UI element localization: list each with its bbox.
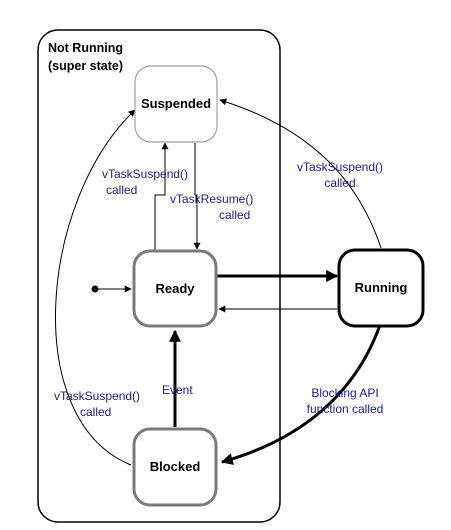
- super-state-subtitle: (super state): [48, 59, 123, 73]
- state-running: Running: [337, 248, 425, 328]
- arrow-running-to-suspended: [219, 98, 382, 249]
- label-running-to-suspended-1: vTaskSuspend(): [297, 160, 383, 174]
- arrow-running-to-blocked: [220, 324, 382, 465]
- state-suspended: Suspended: [134, 65, 218, 143]
- label-blocked-to-suspended-1: vTaskSuspend(): [54, 389, 140, 403]
- arrow-ready-to-suspended: [154, 142, 169, 250]
- arrow-blocked-to-suspended: [55, 109, 136, 466]
- label-suspended-to-ready-1: vTaskResume(): [170, 192, 253, 206]
- super-state-title: Not Running: [48, 41, 123, 55]
- state-blocked-label: Blocked: [150, 459, 201, 474]
- label-ready-to-suspended-1: vTaskSuspend(): [102, 167, 188, 181]
- arrow-suspended-to-ready: [193, 143, 201, 250]
- label-blocked-to-suspended-2: called: [80, 405, 111, 419]
- state-running-label: Running: [355, 280, 408, 295]
- state-suspended-label: Suspended: [141, 96, 211, 111]
- label-running-to-suspended-2: called: [324, 176, 355, 190]
- label-blocked-to-ready: Event: [162, 383, 193, 397]
- state-ready: Ready: [132, 249, 218, 328]
- label-running-to-blocked-1: Blocking API: [311, 386, 378, 400]
- state-ready-label: Ready: [155, 281, 195, 296]
- label-running-to-blocked-2: function called: [307, 402, 384, 416]
- label-ready-to-suspended-2: called: [106, 183, 137, 197]
- label-suspended-to-ready-2: called: [219, 208, 250, 222]
- state-blocked: Blocked: [132, 427, 218, 507]
